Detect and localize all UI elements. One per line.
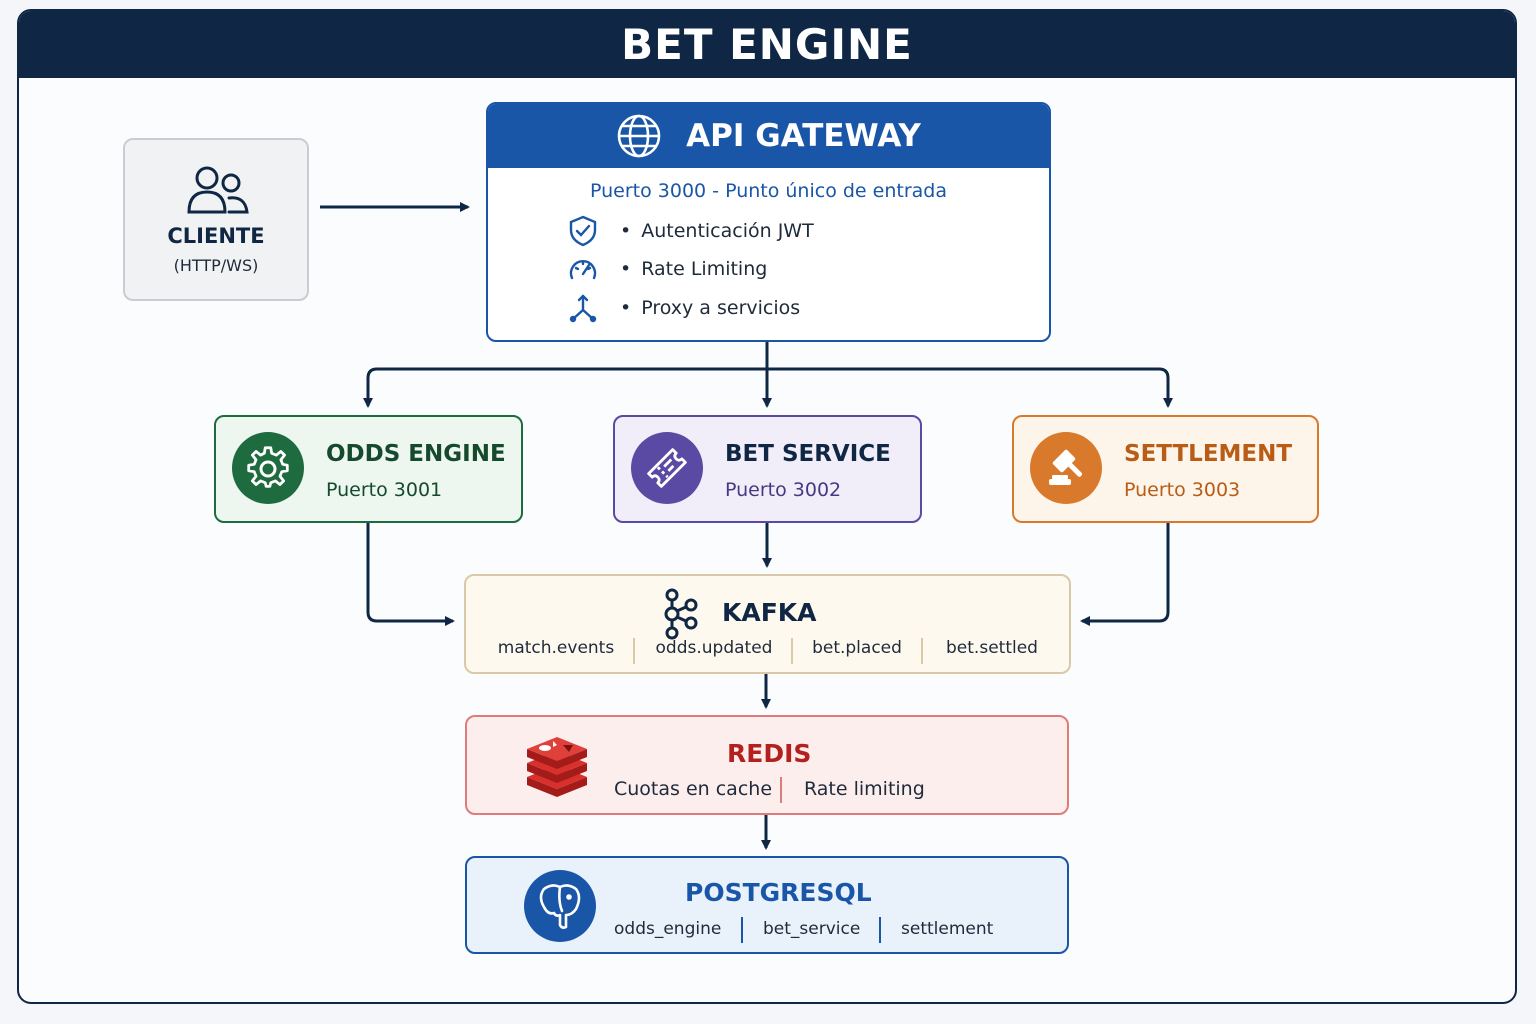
divider xyxy=(791,638,793,664)
feature-label: Rate Limiting xyxy=(641,258,768,280)
bet-service-name: BET SERVICE xyxy=(725,441,891,467)
redis-item: Rate limiting xyxy=(804,778,925,800)
client-protocol: (HTTP/WS) xyxy=(173,256,259,275)
odds-engine-name: ODDS ENGINE xyxy=(326,441,506,467)
divider xyxy=(633,638,635,664)
bet-service-box: BET SERVICE Puerto 3002 xyxy=(613,415,922,523)
client-name: CLIENTE xyxy=(167,224,265,248)
postgresql-database: bet_service xyxy=(763,919,861,939)
kafka-topic: bet.placed xyxy=(812,638,902,658)
arrow-gateway-to-settlement xyxy=(767,367,1173,408)
api-gateway-box: API GATEWAY Puerto 3000 - Punto único de… xyxy=(486,102,1051,342)
postgresql-database: settlement xyxy=(901,919,994,939)
bullet: • xyxy=(620,297,632,319)
gavel-icon xyxy=(1049,449,1083,485)
kafka-topics: match.events odds.updated bet.placed bet… xyxy=(466,638,1069,664)
redis-item: Cuotas en cache xyxy=(614,778,773,800)
odds-engine-box: ODDS ENGINE Puerto 3001 xyxy=(214,415,523,523)
kafka-box: KAFKA match.events odds.updated bet.plac… xyxy=(464,574,1071,674)
feature-rate-limiting: • Rate Limiting xyxy=(568,254,767,284)
client-box: CLIENTE (HTTP/WS) xyxy=(123,138,309,301)
speedometer-icon xyxy=(569,260,597,280)
bullet: • xyxy=(620,220,632,242)
divider xyxy=(921,638,923,664)
kafka-topic: odds.updated xyxy=(655,638,773,658)
bullet: • xyxy=(620,258,632,280)
settlement-name: SETTLEMENT xyxy=(1124,441,1293,467)
arrow-odds-to-kafka xyxy=(366,523,455,626)
feature-proxy: • Proxy a servicios xyxy=(568,293,800,323)
divider xyxy=(780,777,782,803)
bet-service-port: Puerto 3002 xyxy=(725,479,842,501)
kafka-topic: bet.settled xyxy=(946,638,1038,658)
feature-jwt: • Autenticación JWT xyxy=(568,215,814,247)
kafka-topic: match.events xyxy=(497,638,615,658)
divider xyxy=(879,917,881,943)
api-gateway-subtitle: Puerto 3000 - Punto único de entrada xyxy=(590,180,947,202)
api-gateway-title: API GATEWAY xyxy=(686,118,921,154)
diagram-title: BET ENGINE xyxy=(19,11,1515,78)
settlement-port: Puerto 3003 xyxy=(1124,479,1241,501)
split-arrows-icon xyxy=(569,294,597,323)
ticket-icon xyxy=(647,448,687,488)
postgresql-database: odds_engine xyxy=(614,919,722,939)
bet-service-badge xyxy=(631,432,703,504)
gear-icon xyxy=(247,446,289,488)
settlement-box: SETTLEMENT Puerto 3003 xyxy=(1012,415,1319,523)
api-gateway-header: API GATEWAY xyxy=(488,104,1049,168)
users-icon xyxy=(187,166,249,214)
arrow-settlement-to-kafka xyxy=(1080,523,1170,626)
shield-check-icon xyxy=(569,215,597,247)
kafka-icon xyxy=(664,588,698,640)
feature-label: Proxy a servicios xyxy=(641,297,801,319)
settlement-badge xyxy=(1030,432,1102,504)
divider xyxy=(741,917,743,943)
odds-engine-badge xyxy=(232,432,304,504)
globe-icon xyxy=(617,114,661,158)
elephant-icon xyxy=(539,884,581,929)
feature-label: Autenticación JWT xyxy=(641,220,814,242)
redis-box: REDIS Cuotas en cache Rate limiting xyxy=(465,715,1069,815)
kafka-name: KAFKA xyxy=(722,598,817,627)
postgresql-box: POSTGRESQL odds_engine bet_service settl… xyxy=(465,856,1069,954)
redis-icon xyxy=(527,737,587,797)
redis-name: REDIS xyxy=(727,739,812,768)
odds-engine-port: Puerto 3001 xyxy=(326,479,443,501)
arrow-gateway-to-odds xyxy=(363,367,767,408)
postgresql-name: POSTGRESQL xyxy=(685,878,872,907)
postgresql-badge xyxy=(524,870,596,942)
